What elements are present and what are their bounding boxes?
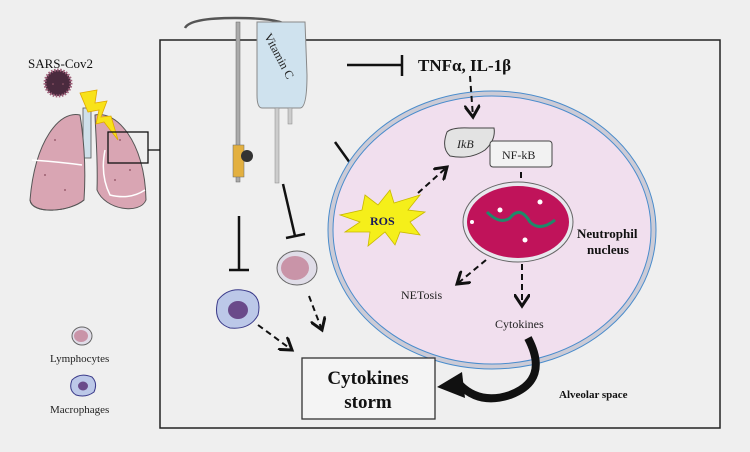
curved-arrow — [457, 336, 540, 403]
tnf-label: TNFα, IL-1β — [418, 56, 511, 75]
neutrophil-nucleus-icon — [462, 181, 574, 263]
legend-macrophages: Macrophages — [50, 404, 109, 416]
legend-lymphocytes: Lymphocytes — [50, 353, 109, 365]
zoom-region-box — [107, 131, 149, 164]
cytokines-storm-box — [301, 357, 436, 420]
ros-label: ROS — [370, 214, 395, 228]
storm-label-2: storm — [344, 392, 392, 413]
storm-label-1: Cytokines — [327, 368, 408, 389]
virus-label: SARS-Cov2 — [28, 56, 93, 71]
ros-burst-icon — [338, 189, 427, 247]
activation-arrows — [257, 75, 522, 350]
lightning-icon — [79, 89, 119, 141]
nucleus-label-1: Neutrophil — [577, 226, 638, 241]
lungs-icon — [29, 107, 147, 211]
nucleus-label-2: nucleus — [587, 242, 629, 257]
vitamin-c-bag-icon: Vitamin C — [256, 21, 308, 184]
nfkb-label: NF-kB — [502, 148, 535, 162]
macrophage-icon — [216, 289, 260, 329]
cytokines-label: Cytokines — [495, 317, 544, 331]
netosis-label: NETosis — [401, 288, 442, 302]
alveolar-label: Alveolar space — [559, 389, 628, 401]
nfkb-box — [489, 140, 553, 168]
virus-icon — [43, 68, 73, 98]
legend-macrophage-icon — [70, 374, 97, 397]
main-frame — [159, 39, 721, 429]
ikb-label: IkB — [456, 137, 474, 151]
legend-lymphocyte-icon — [71, 326, 93, 346]
ikb-shape — [444, 127, 495, 158]
lymphocyte-icon — [276, 250, 318, 286]
